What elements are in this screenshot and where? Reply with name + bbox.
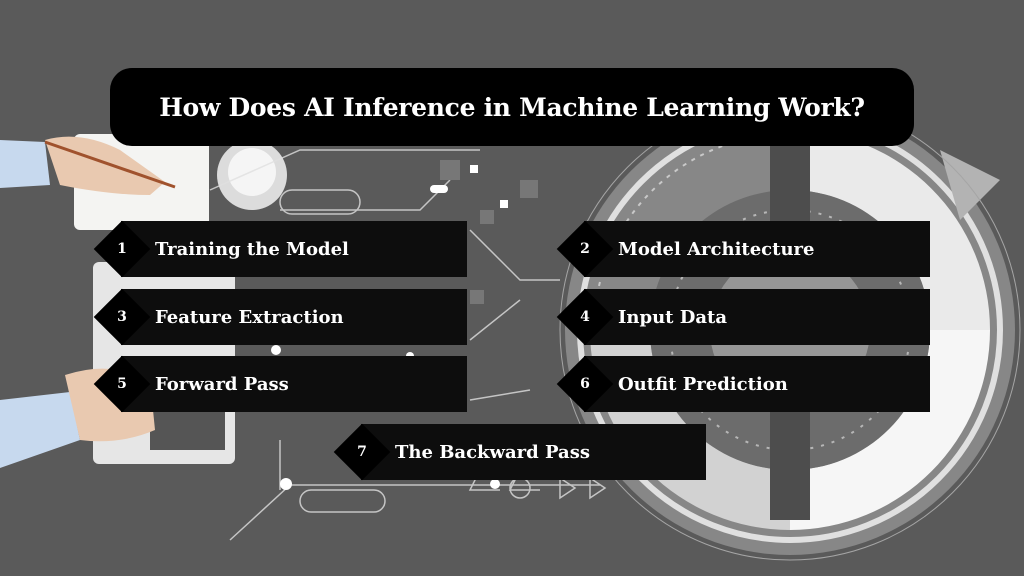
page-title: How Does AI Inference in Machine Learnin… <box>159 92 865 122</box>
step-number: 5 <box>117 376 127 392</box>
step-item-4: 4 Input Data <box>557 289 930 345</box>
step-label: Feature Extraction <box>155 306 344 328</box>
step-label: Outfit Prediction <box>618 373 788 395</box>
step-item-3: 3 Feature Extraction <box>94 289 467 345</box>
step-number: 2 <box>580 241 590 257</box>
step-item-7: 7 The Backward Pass <box>334 424 706 480</box>
step-bar <box>121 356 467 412</box>
step-label: Model Architecture <box>618 238 815 260</box>
step-item-2: 2 Model Architecture <box>557 221 930 277</box>
step-item-6: 6 Outfit Prediction <box>557 356 930 412</box>
step-item-1: 1 Training the Model <box>94 221 467 277</box>
title-banner: How Does AI Inference in Machine Learnin… <box>110 68 914 146</box>
step-bar <box>361 424 706 480</box>
step-label: Forward Pass <box>155 373 289 395</box>
step-item-5: 5 Forward Pass <box>94 356 467 412</box>
step-number: 3 <box>117 309 127 325</box>
step-number: 1 <box>117 241 127 257</box>
step-label: The Backward Pass <box>395 441 590 463</box>
step-number: 4 <box>580 309 590 325</box>
step-bar <box>584 221 930 277</box>
step-label: Input Data <box>618 306 728 328</box>
step-bar <box>584 289 930 345</box>
step-number: 6 <box>580 376 590 392</box>
step-bar <box>584 356 930 412</box>
step-bar <box>121 289 467 345</box>
step-bar <box>121 221 467 277</box>
step-label: Training the Model <box>155 238 349 260</box>
step-number: 7 <box>357 444 367 460</box>
